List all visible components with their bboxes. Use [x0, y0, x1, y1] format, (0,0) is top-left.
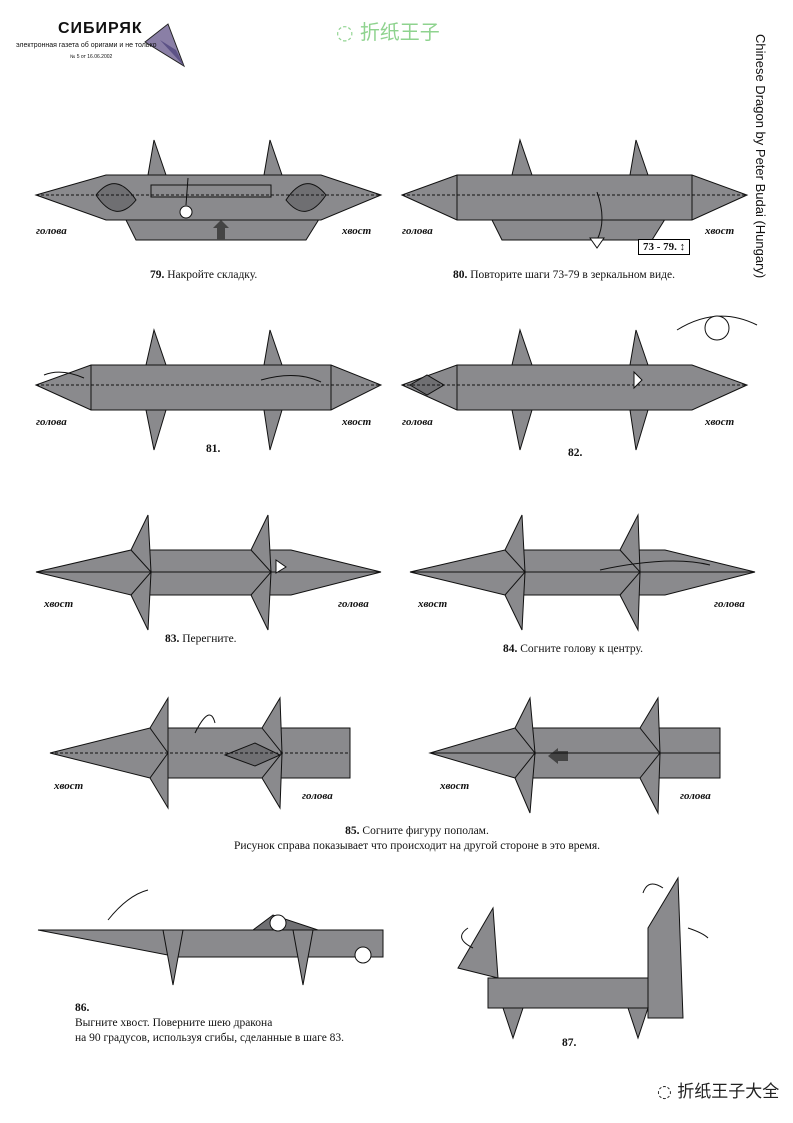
diagram-step-79: [34, 139, 383, 241]
diagram-step-85-left: [49, 696, 351, 810]
caption-step-83: 83. Перегните.: [165, 633, 237, 645]
watermark-bottom: ◌ 折纸王子大全: [657, 1082, 780, 1102]
caption-step-85: 85. Согните фигуру пополам. Рисунок спра…: [197, 824, 637, 854]
label-head-85-left: голова: [302, 790, 333, 802]
caption-step-85-line2: Рисунок справа показывает что происходит…: [233, 840, 601, 852]
caption-step-86-line1: Выгните хвост. Поверните шею дракона: [75, 1017, 273, 1029]
reference-box-73-79: 73 - 79. ↕: [638, 239, 691, 255]
caption-step-84: 84. Согните голову к центру.: [503, 643, 643, 655]
label-tail-83: хвост: [44, 598, 74, 610]
label-tail-79: хвост: [342, 225, 372, 237]
label-tail-81: хвост: [342, 416, 372, 428]
label-tail-85-right: хвост: [440, 780, 470, 792]
diagram-step-83: [35, 514, 382, 631]
caption-step-81: 81.: [206, 443, 221, 455]
logo-title: СИБИРЯК: [58, 20, 143, 37]
label-head-83: голова: [338, 598, 369, 610]
diagram-step-82: [400, 315, 758, 451]
diagram-step-86: [37, 889, 384, 986]
caption-step-86-line2: на 90 градусов, используя сгибы, сделанн…: [75, 1032, 345, 1044]
watermark-top: ◌ 折纸王子: [336, 20, 440, 44]
caption-step-87: 87.: [562, 1037, 577, 1049]
logo-subtitle: электронная газета об оригами и не тольк…: [16, 42, 157, 49]
caption-step-86: 86. Выгните хвост. Поверните шею дракона…: [75, 1001, 405, 1046]
label-tail-80: хвост: [705, 225, 735, 237]
caption-step-82: 82.: [568, 447, 583, 459]
label-head-85-right: голова: [680, 790, 711, 802]
label-tail-82: хвост: [705, 416, 735, 428]
label-head-84: голова: [714, 598, 745, 610]
wechat-icon: ◌: [657, 1082, 672, 1102]
diagram-step-84: [409, 513, 756, 632]
wechat-icon: ◌: [336, 20, 354, 44]
diagram-step-80: [400, 138, 749, 249]
caption-step-80: 80. Повторите шаги 73-79 в зеркальном ви…: [453, 269, 675, 281]
diagram-step-87: [457, 876, 709, 1040]
label-head-80: голова: [402, 225, 433, 237]
caption-step-86-num: 86.: [75, 1002, 90, 1014]
label-head-79: голова: [36, 225, 67, 237]
label-head-82: голова: [402, 416, 433, 428]
caption-step-85-line1: 85. Согните фигуру пополам.: [345, 825, 489, 837]
credit-text: Chinese Dragon by Peter Budai (Hungary): [753, 34, 768, 279]
label-tail-85-left: хвост: [54, 780, 84, 792]
logo-bird-icon: [144, 23, 185, 68]
diagram-step-85-right: [428, 696, 721, 815]
diagram-step-81: [34, 328, 383, 451]
caption-step-79: 79. Накройте складку.: [150, 269, 258, 281]
label-tail-84: хвост: [418, 598, 448, 610]
logo-issue: № 5 от 16.06.2002: [70, 54, 113, 60]
label-head-81: голова: [36, 416, 67, 428]
